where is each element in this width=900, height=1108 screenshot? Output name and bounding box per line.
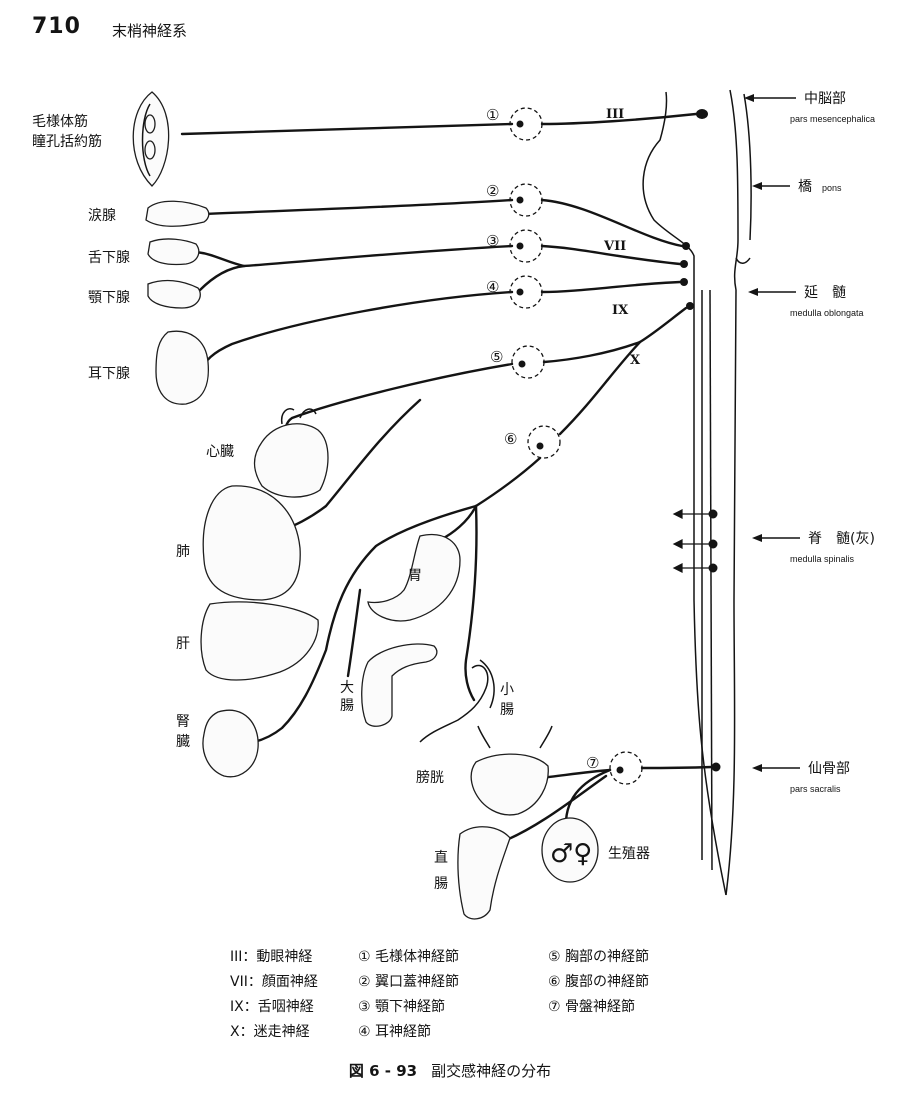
organ-shapes [132,91,599,920]
legend-row: X：迷走神経 ④ 耳神経節 [230,1021,750,1046]
brain-region-labels: 中脳部 pars mesencephalica 橋 pons 延 髄 medul… [744,91,875,794]
legend-ganglion-6: ⑥ 腹部の神経節 [548,974,650,990]
midbrain-latin: pars mesencephalica [790,114,875,124]
genitals-label: 生殖器 [608,845,650,862]
pons-label: 橋 [798,179,812,195]
legend-row: III：動眼神経 ① 毛様体神経節 ⑤ 胸部の神経節 [230,946,750,971]
spinal-outflow-arrows [672,509,710,573]
nerve-label-X: X [630,353,641,368]
midbrain-label: 中脳部 [804,91,846,107]
nuclei [680,109,721,772]
kidney-label-2: 臓 [176,734,190,750]
legend-ganglion-5: ⑤ 胸部の神経節 [548,949,650,965]
sublingual-gland-label: 舌下腺 [88,250,130,266]
ganglion-marker-5: ⑤ [490,348,503,366]
legend-row: IX：舌咽神経 ③ 顎下神経節 ⑦ 骨盤神経節 [230,996,750,1021]
nerve-label-IX: IX [612,303,629,318]
nerve-label-III: III [606,107,624,122]
legend-ganglion-7: ⑦ 骨盤神経節 [548,999,636,1015]
ganglia [509,107,643,785]
figure-number: 図 6 - 93 [348,1062,418,1080]
nerve-label-VII: VII [603,239,626,254]
page-number: 710 [32,14,81,39]
lung-label: 肺 [176,544,190,560]
legend-ganglion-4: ④ 耳神経節 [358,1024,432,1040]
large-intestine-label-2: 腸 [340,698,354,714]
bladder-label: 膀胱 [416,769,444,786]
ganglion-marker-4: ④ [486,278,499,296]
sacral-latin: pars sacralis [790,784,841,794]
large-intestine-label-1: 大 [340,680,354,696]
ganglion-markers: ① ② ③ ④ ⑤ ⑥ ⑦ [486,106,599,772]
ganglion-marker-1: ① [486,106,499,124]
small-intestine-label-2: 腸 [500,702,514,718]
ganglion-marker-7: ⑦ [586,754,599,772]
parotid-gland-label: 耳下腺 [88,366,130,382]
liver-label: 肝 [176,636,190,652]
legend-nerve-VII: VII：顔面神経 [230,974,318,990]
medulla-latin: medulla oblongata [790,308,864,318]
pons-latin: pons [822,183,842,193]
nerve-paths [180,112,714,844]
legend: III：動眼神経 ① 毛様体神経節 ⑤ 胸部の神経節 VII：顔面神経 ② 翼口… [230,946,750,1046]
ganglion-marker-2: ② [486,182,499,200]
ganglion-marker-6: ⑥ [504,430,517,448]
legend-ganglion-3: ③ 顎下神経節 [358,999,446,1015]
ciliary-muscle-label: 毛様体筋 [32,113,88,130]
spinal-cord-label: 脊 髄(灰) [808,531,875,547]
submandibular-gland-label: 顎下腺 [88,290,130,306]
lacrimal-gland-label: 涙腺 [88,207,116,224]
medulla-label: 延 髄 [804,285,846,301]
spinal-cord-latin: medulla spinalis [790,554,855,564]
small-intestine-label-1: 小 [500,682,514,698]
legend-nerve-X: X：迷走神経 [230,1024,310,1040]
legend-ganglion-2: ② 翼口蓋神経節 [358,974,460,990]
legend-nerve-IX: IX：舌咽神経 [230,999,314,1015]
stomach-label: 胃 [408,568,422,584]
genital-symbols: ♂♀ [550,839,592,869]
sphincter-pupillae-label: 瞳孔括約筋 [32,133,102,150]
heart-label: 心臓 [206,444,234,460]
brainstem-outline [642,89,752,896]
legend-ganglion-1: ① 毛様体神経節 [358,949,460,965]
rectum-label-1: 直 [434,849,448,866]
figure-caption: 図 6 - 93 副交感神経の分布 [0,1060,900,1081]
legend-nerve-III: III：動眼神経 [230,949,313,965]
rectum-label-2: 腸 [434,876,448,892]
legend-row: VII：顔面神経 ② 翼口蓋神経節 ⑥ 腹部の神経節 [230,971,750,996]
section-title: 末梢神経系 [112,22,188,40]
parasympathetic-diagram: 中脳部 pars mesencephalica 橋 pons 延 髄 medul… [32,89,875,920]
ganglion-marker-3: ③ [486,232,499,250]
kidney-label-1: 腎 [176,714,190,730]
sacral-label: 仙骨部 [808,761,850,777]
figure-title: 副交感神経の分布 [431,1062,552,1080]
organ-labels: 毛様体筋 瞳孔括約筋 涙腺 舌下腺 顎下腺 耳下腺 心臓 肺 肝 胃 大 腸 小… [32,113,650,892]
